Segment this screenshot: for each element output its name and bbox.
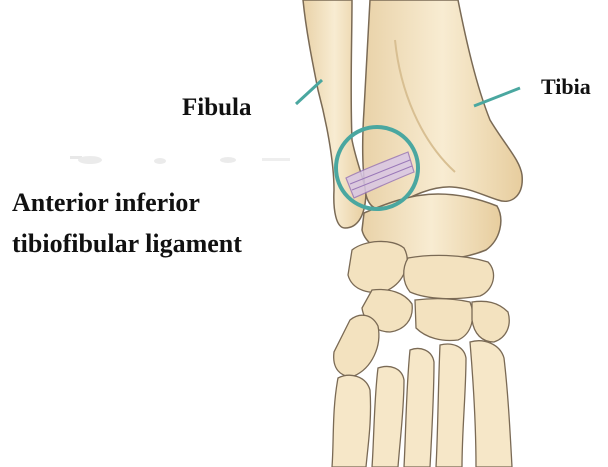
tibia-label: Tibia <box>541 73 591 101</box>
ligament-label-line1: Anterior inferior <box>12 182 242 223</box>
ligament-label: Anterior inferior tibiofibular ligament <box>12 182 242 264</box>
fibula-label: Fibula <box>182 92 251 123</box>
ligament-label-line2: tibiofibular ligament <box>12 223 242 264</box>
faint-smudge <box>70 156 290 164</box>
